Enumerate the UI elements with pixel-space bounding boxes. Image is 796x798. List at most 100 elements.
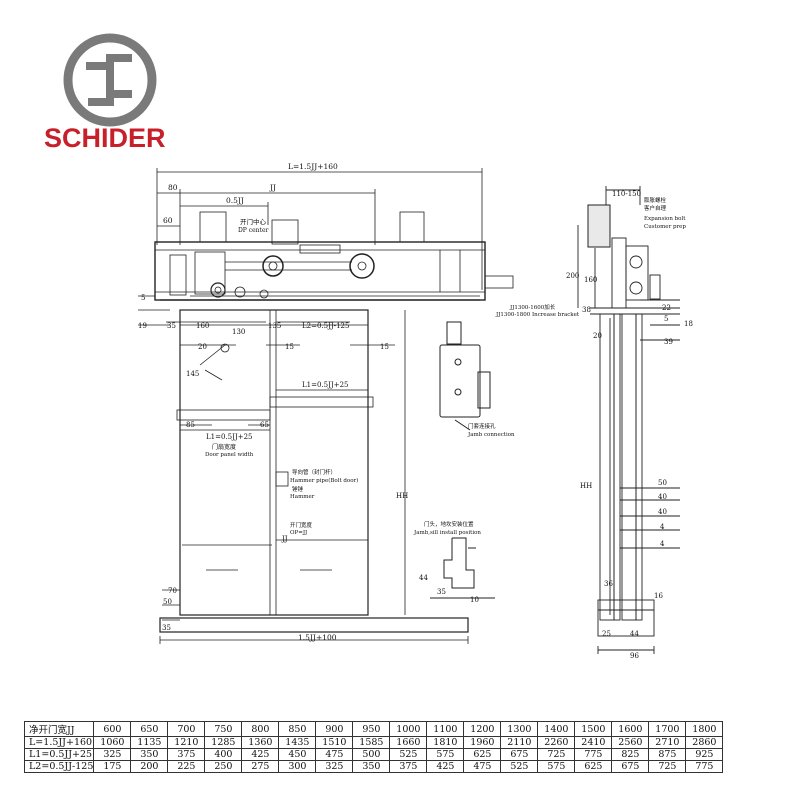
spec-cell: 1285 bbox=[204, 736, 243, 749]
spec-cell: 1300 bbox=[500, 721, 539, 737]
spec-cell: 775 bbox=[574, 748, 613, 761]
spec-cell: 1960 bbox=[463, 736, 502, 749]
side-dim-20: 20 bbox=[593, 332, 602, 340]
spec-cell: 575 bbox=[537, 760, 576, 773]
spec-cell: 1660 bbox=[389, 736, 428, 749]
spec-cell: 1500 bbox=[574, 721, 613, 737]
hammer-en: Hammer bbox=[290, 494, 315, 500]
spec-cell: 575 bbox=[426, 748, 465, 761]
brand-name: SCHIDER bbox=[44, 123, 166, 153]
spec-cell: 400 bbox=[204, 748, 243, 761]
spec-cell: 650 bbox=[130, 721, 169, 737]
side-dim-110-150: 110-150 bbox=[612, 190, 641, 198]
spec-cell: 1360 bbox=[241, 736, 280, 749]
bracket-label-b: JJ1300-1800 Increase bracket bbox=[495, 312, 580, 318]
door-center-label-cn: 开门中心 bbox=[240, 217, 267, 226]
spec-cell: 1210 bbox=[167, 736, 206, 749]
dim-19: 19 bbox=[138, 322, 147, 330]
dim-85: 85 bbox=[186, 421, 195, 429]
dim-35-left: 35 bbox=[167, 322, 176, 330]
customer-prep-en: Customer prep bbox=[644, 224, 686, 230]
spec-cell: 750 bbox=[204, 721, 243, 737]
door-center-label-en: DP center bbox=[238, 227, 268, 234]
spec-cell: 525 bbox=[500, 760, 539, 773]
spec-cell: 625 bbox=[463, 748, 502, 761]
sill-label-en: Jamb,sill install position bbox=[413, 530, 481, 536]
spec-cell: 825 bbox=[611, 748, 650, 761]
dim-15-a: 15 bbox=[285, 343, 294, 351]
customer-prep-cn: 客户自理 bbox=[644, 204, 667, 212]
spec-cell: 2710 bbox=[648, 736, 687, 749]
sill-label-cn: 门头，地坎安装位置 bbox=[424, 520, 474, 528]
spec-cell: 950 bbox=[352, 721, 391, 737]
spec-cell: 675 bbox=[611, 760, 650, 773]
spec-cell: 725 bbox=[537, 748, 576, 761]
dim-l2: L2=0.5JJ-125 bbox=[302, 322, 349, 330]
spec-cell: 525 bbox=[389, 748, 428, 761]
spec-cell: 875 bbox=[648, 748, 687, 761]
dim-15-b: 15 bbox=[380, 343, 389, 351]
opening-width-cn: 开门宽度 bbox=[290, 521, 313, 529]
spec-cell: 350 bbox=[352, 760, 391, 773]
spec-cell: 1400 bbox=[537, 721, 576, 737]
dim-bottom-overall: 1.5JJ+100 bbox=[298, 633, 337, 642]
jamb-label-en: Jamb connection bbox=[467, 432, 515, 438]
spec-cell: 1435 bbox=[278, 736, 317, 749]
dim-5: 5 bbox=[141, 294, 145, 302]
spec-cell: 375 bbox=[167, 748, 206, 761]
side-dim-36: 36 bbox=[604, 580, 613, 588]
spec-cell: 850 bbox=[278, 721, 317, 737]
bracket-label-a: JJ1300-1600加长 bbox=[509, 303, 556, 311]
spec-cell: 900 bbox=[315, 721, 354, 737]
spec-cell: 625 bbox=[574, 760, 613, 773]
door-operator-drawing: SCHIDER bbox=[44, 33, 693, 660]
spec-cell: 725 bbox=[648, 760, 687, 773]
side-view bbox=[577, 186, 680, 654]
side-dim-hh: HH bbox=[580, 482, 592, 490]
sill-detail bbox=[430, 537, 495, 599]
spec-cell: 350 bbox=[130, 748, 169, 761]
spec-cell: 700 bbox=[167, 721, 206, 737]
side-dim-38: 38 bbox=[582, 306, 591, 314]
spec-row-label: L1=0.5JJ+25 bbox=[23, 748, 95, 761]
side-dim-50: 50 bbox=[658, 479, 667, 487]
front-view bbox=[138, 168, 514, 644]
spec-cell: 1600 bbox=[611, 721, 650, 737]
jamb-label-cn: 门套连接孔 bbox=[468, 422, 496, 430]
spec-cell: 1585 bbox=[352, 736, 391, 749]
spec-cell: 1200 bbox=[463, 721, 502, 737]
dim-l1-top: L1=0.5JJ+25 bbox=[302, 381, 348, 389]
side-dim-160: 160 bbox=[584, 276, 597, 284]
dim-jj-top: JJ bbox=[269, 183, 276, 192]
spec-cell: 2260 bbox=[537, 736, 576, 749]
expansion-bolt-en: Expansion bolt bbox=[644, 216, 686, 222]
spec-cell: 300 bbox=[278, 760, 317, 773]
dim-20: 20 bbox=[198, 343, 207, 351]
sill-dim-35: 35 bbox=[437, 588, 446, 596]
hammer-cn: 锤锤 bbox=[292, 485, 304, 493]
side-dim-40-a: 40 bbox=[658, 493, 667, 501]
spec-cell: 275 bbox=[241, 760, 280, 773]
dim-145: 145 bbox=[186, 370, 199, 378]
dim-135: 135 bbox=[268, 322, 281, 330]
spec-cell: 250 bbox=[204, 760, 243, 773]
spec-cell: 1135 bbox=[130, 736, 169, 749]
dim-l1-panel: L1=0.5JJ+25 bbox=[206, 433, 252, 441]
dim-jj-bottom: JJ bbox=[281, 535, 288, 543]
spec-cell: 1510 bbox=[315, 736, 354, 749]
spec-cell: 475 bbox=[315, 748, 354, 761]
dim-35-bottom: 35 bbox=[162, 624, 171, 632]
dim-70: 70 bbox=[168, 587, 177, 595]
side-dim-44: 44 bbox=[630, 630, 639, 638]
side-dim-18: 18 bbox=[684, 320, 693, 328]
spec-cell: 450 bbox=[278, 748, 317, 761]
side-dim-16: 16 bbox=[654, 592, 663, 600]
spec-cell: 1060 bbox=[93, 736, 132, 749]
dim-50: 50 bbox=[163, 598, 172, 606]
spec-cell: 175 bbox=[93, 760, 132, 773]
spec-cell: 1700 bbox=[648, 721, 687, 737]
